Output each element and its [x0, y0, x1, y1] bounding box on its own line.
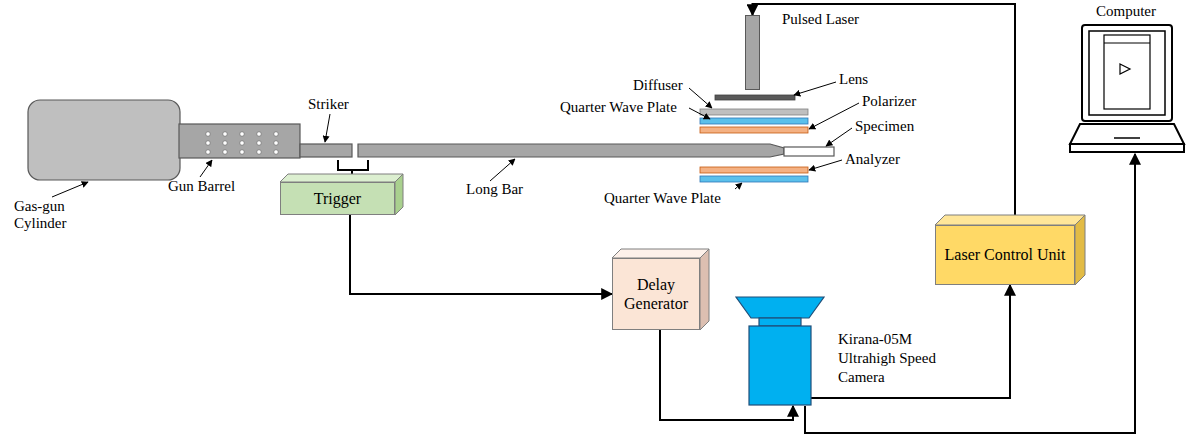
laser-control-unit-box: Laser Control Unit [935, 225, 1075, 285]
delay-generator-box: Delay Generator [612, 258, 700, 330]
computer-laptop: Computer [1068, 24, 1186, 154]
gas-gun-cylinder [28, 100, 180, 180]
part-label: Quarter Wave Plate [560, 99, 677, 116]
box-label: Laser Control Unit [945, 245, 1066, 264]
part-label: Diffuser [633, 77, 683, 94]
specimen [784, 147, 834, 156]
laptop-icon [1068, 24, 1186, 154]
part-label: Analyzer [845, 151, 900, 168]
signal-connector [805, 154, 1135, 433]
leader-lines [52, 82, 859, 197]
box-label: Delay Generator [617, 275, 695, 313]
box-label: Trigger [314, 189, 361, 208]
gun-barrel [179, 124, 300, 158]
analyzer [700, 167, 808, 173]
pulsed-laser: Pulsed Laser [745, 15, 760, 90]
part-label: Gun Barrel [168, 178, 235, 195]
lens [715, 95, 795, 100]
sensor-bracket [338, 160, 368, 183]
part-label: Gas-gun Cylinder [14, 198, 78, 233]
striker [300, 144, 352, 157]
laser-label: Pulsed Laser [782, 10, 859, 29]
part-label: Striker [308, 96, 349, 113]
quarter-wave-plate [700, 118, 808, 124]
signal-connector [350, 215, 612, 294]
diffuser [700, 109, 808, 115]
computer-label: Computer [1096, 2, 1156, 21]
part-label: Lens [839, 71, 868, 88]
signal-connector [811, 285, 1010, 398]
signal-connector [753, 4, 1016, 225]
part-label: Long Bar [466, 181, 523, 198]
camera-label: Kirana-05M Ultrahigh Speed Camera [838, 330, 938, 386]
high-speed-camera: Kirana-05M Ultrahigh Speed Camera [735, 296, 825, 406]
camera-body [735, 296, 825, 406]
part-label: Quarter Wave Plate [604, 190, 721, 207]
trigger-box: Trigger [280, 182, 395, 215]
barrel-holes [205, 131, 290, 157]
part-label: Specimen [855, 118, 914, 135]
part-label: Polarizer [862, 93, 916, 110]
polarizer [700, 127, 808, 133]
quarter-wave-plate [700, 176, 808, 182]
long-bar [358, 144, 784, 157]
